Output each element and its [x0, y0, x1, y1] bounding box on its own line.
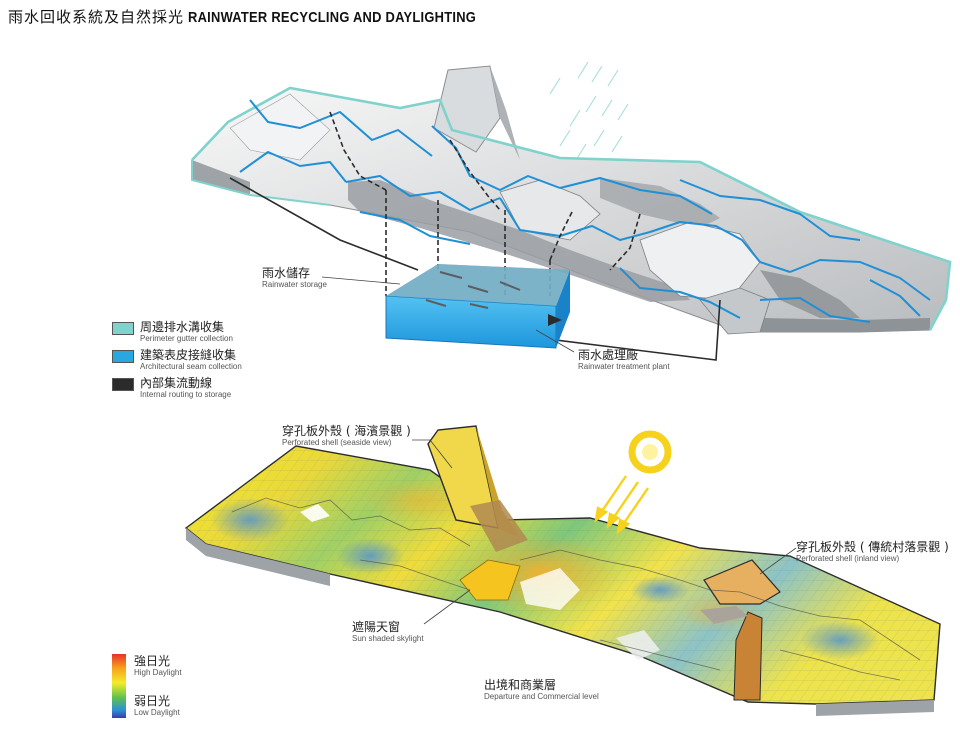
legend-swatch-seam [112, 350, 134, 363]
legend-swatch-gutter [112, 322, 134, 335]
rainwater-storage-tank [385, 264, 570, 349]
label-departure-level: 出境和商業層 Departure and Commercial level [484, 678, 599, 701]
label-shell-seaside: 穿孔板外殼 ( 海濱景觀 ) Perforated shell (seaside… [282, 424, 411, 447]
title-en: RAINWATER RECYCLING AND DAYLIGHTING [188, 9, 477, 26]
sun-icon [628, 430, 672, 474]
daylighting-diagram [184, 425, 941, 716]
sun-ray-arrows [594, 475, 649, 535]
label-skylight: 遮陽天窗 Sun shaded skylight [352, 620, 424, 643]
rainwater-roof-diagram [191, 61, 952, 361]
label-low-daylight: 弱日光 Low Daylight [134, 694, 180, 717]
label-rainwater-storage: 雨水儲存 Rainwater storage [262, 266, 327, 289]
daylight-color-ramp [112, 654, 126, 718]
title-zh: 雨水回收系統及自然採光 [8, 8, 185, 26]
label-shell-inland: 穿孔板外殼 ( 傳統村落景觀 ) Perforated shell (inlan… [796, 540, 949, 563]
page-title: 雨水回收系統及自然採光 RAINWATER RECYCLING AND DAYL… [8, 6, 523, 27]
legend-swatch-routing [112, 378, 134, 391]
label-high-daylight: 強日光 High Daylight [134, 654, 182, 677]
label-treatment-plant: 雨水處理廠 Rainwater treatment plant [578, 348, 670, 371]
rain-streaks [549, 61, 629, 161]
